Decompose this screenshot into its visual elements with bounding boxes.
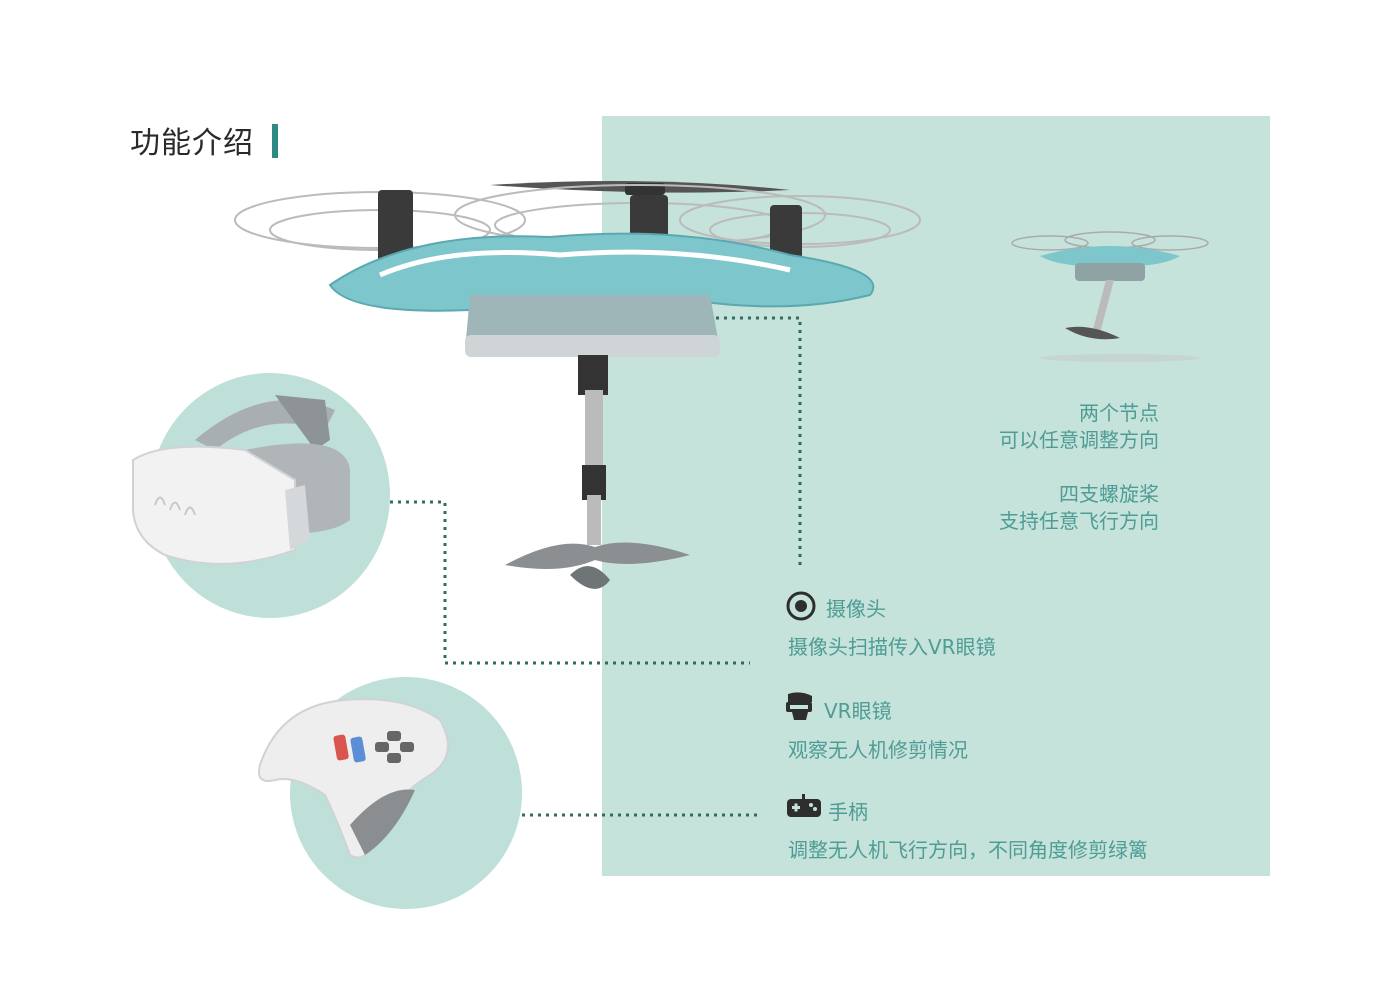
gamepad-illustration [258, 698, 449, 859]
vr-connector [390, 500, 750, 665]
note-joints-line1: 两个节点 [1079, 401, 1159, 425]
vr-headset-illustration [132, 395, 350, 565]
note-propellers-line2: 支持任意飞行方向 [999, 509, 1159, 533]
note-propellers-line1: 四支螺旋桨 [1059, 482, 1159, 506]
camera-icon [786, 591, 816, 621]
feature-vr-desc: 观察无人机修剪情况 [788, 738, 968, 762]
feature-camera-title: 摄像头 [826, 597, 886, 621]
vr-headset-icon [786, 692, 812, 720]
note-propellers: 四支螺旋桨 支持任意飞行方向 [900, 481, 1159, 535]
feature-gamepad-title: 手柄 [828, 800, 868, 824]
title-accent-bar [272, 124, 278, 158]
camera-connector [716, 316, 802, 565]
feature-camera-desc: 摄像头扫描传入VR眼镜 [788, 635, 996, 659]
feature-gamepad-desc: 调整无人机飞行方向，不同角度修剪绿篱 [788, 838, 1148, 862]
page-title: 功能介绍 [130, 126, 254, 161]
small-drone-illustration [1011, 231, 1209, 362]
gamepad-icon [787, 794, 821, 817]
note-joints: 两个节点 可以任意调整方向 [900, 400, 1159, 454]
note-joints-line2: 可以任意调整方向 [999, 428, 1159, 452]
feature-vr-title: VR眼镜 [824, 699, 892, 723]
drone-illustration [234, 181, 921, 589]
